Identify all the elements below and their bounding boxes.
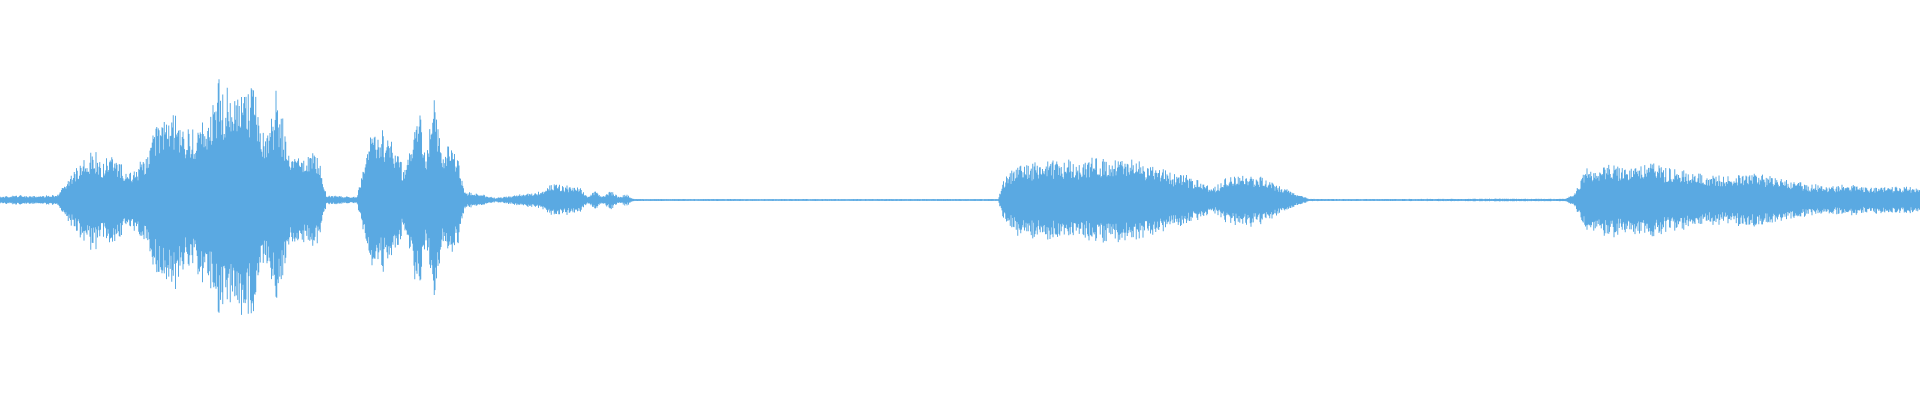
waveform-path [0, 79, 1920, 315]
